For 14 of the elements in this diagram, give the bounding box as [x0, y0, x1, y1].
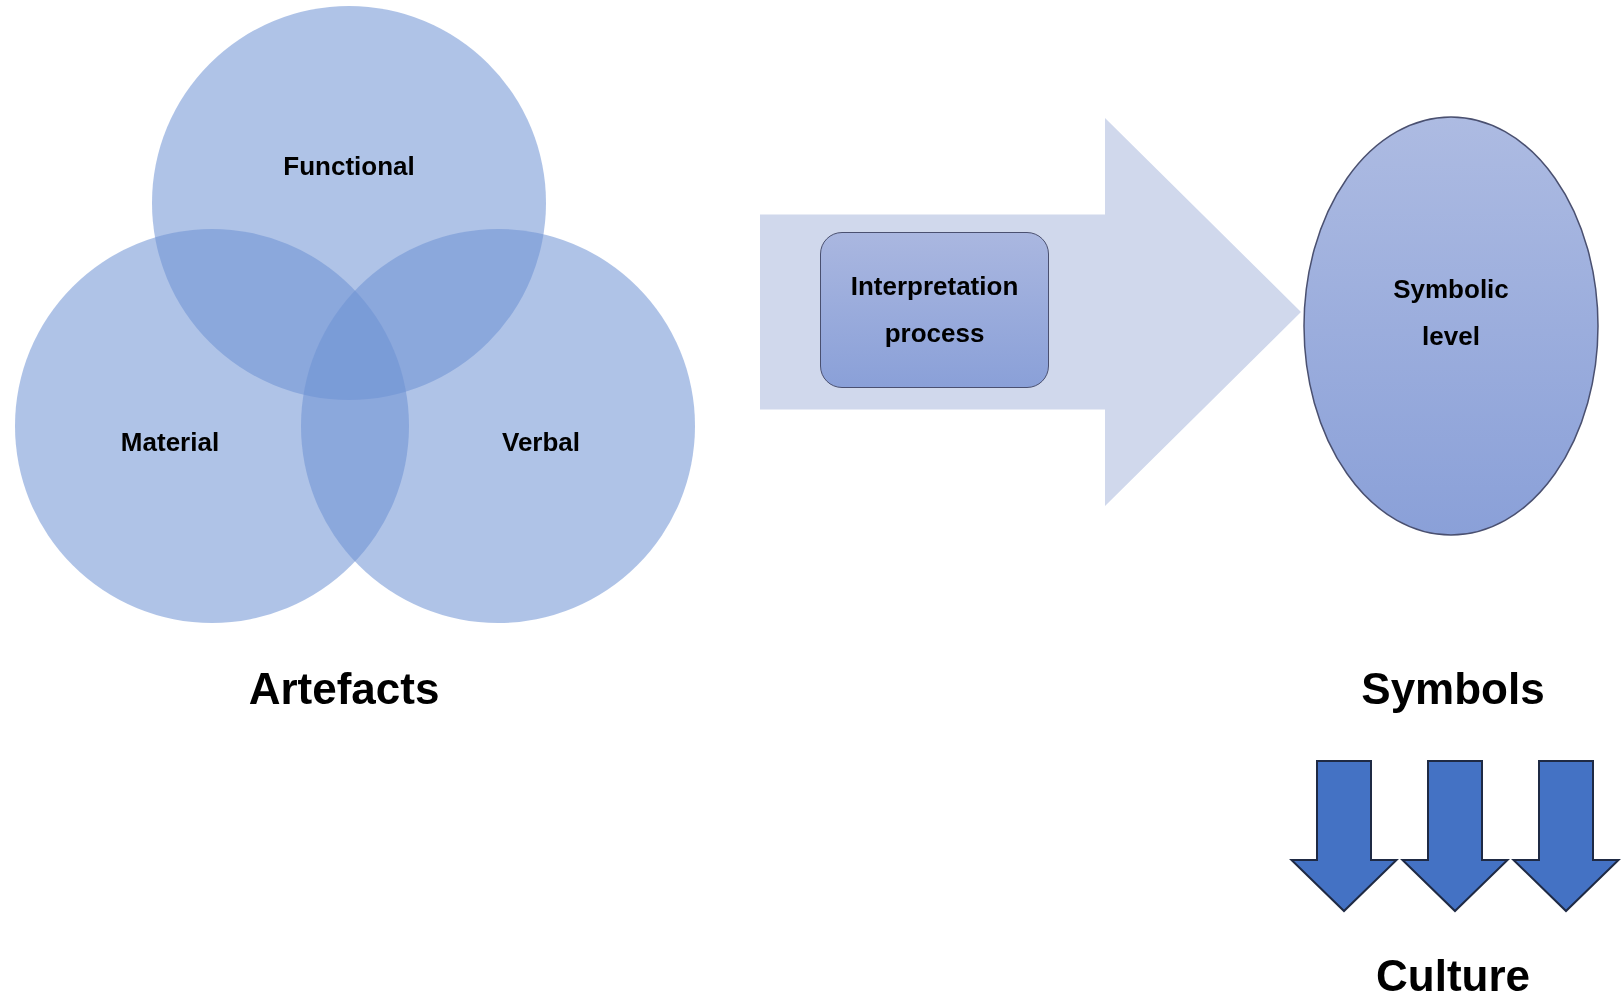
culture-text: Culture	[1375, 951, 1531, 1001]
node-label: Material	[119, 426, 221, 459]
process-box	[820, 232, 1049, 388]
group-label: Symbols	[1360, 664, 1546, 714]
node-label: Verbal	[500, 426, 582, 459]
node-label: Symbolic level	[1392, 273, 1510, 353]
down-arrow	[1511, 760, 1621, 913]
node-label: Functional	[282, 150, 416, 183]
down-arrow	[1400, 760, 1510, 913]
down-arrow	[1289, 760, 1399, 913]
node-label: Interpretation process	[849, 270, 1020, 350]
group-label: Artefacts	[247, 664, 441, 714]
venn-circle	[301, 229, 695, 623]
ellipse-node	[1303, 116, 1599, 536]
